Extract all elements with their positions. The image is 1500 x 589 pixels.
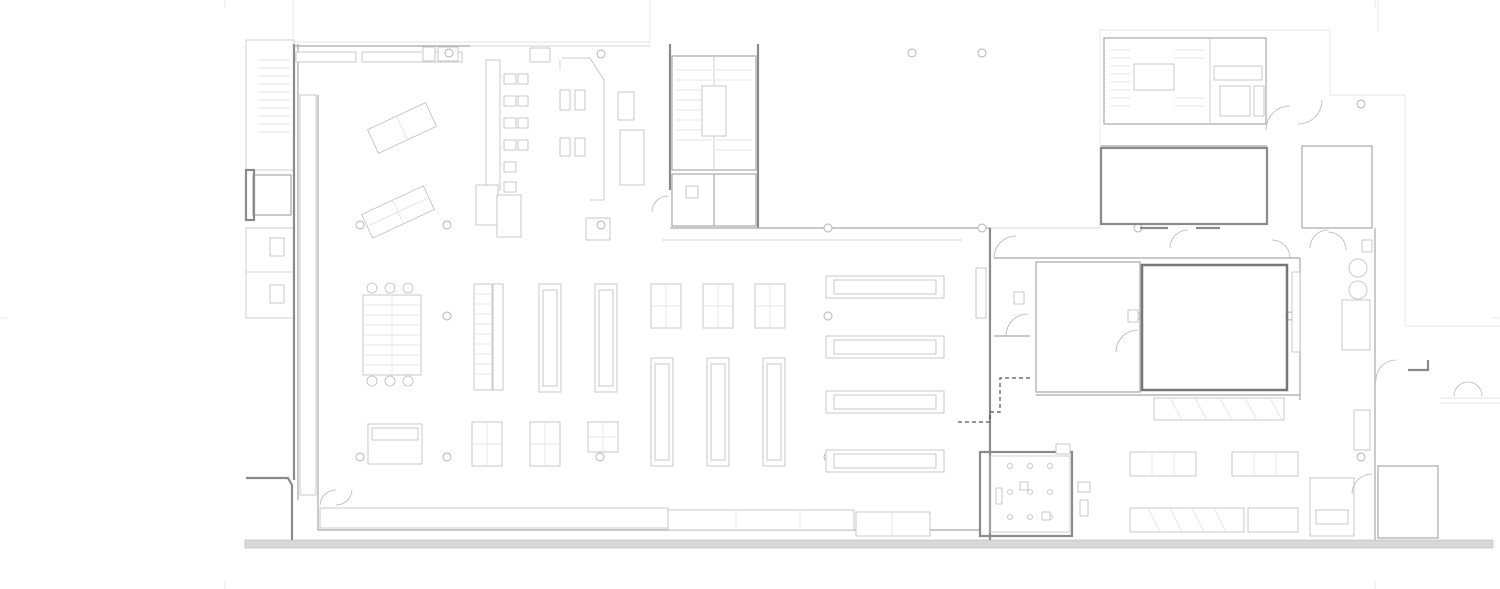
center-stair-core <box>651 55 757 227</box>
main-hall-walls <box>246 44 1100 540</box>
service-block <box>958 228 1301 540</box>
floor-slab <box>244 539 1494 549</box>
workroom-furniture <box>1129 451 1373 537</box>
corridor-doors <box>993 235 1291 259</box>
left-stair-core <box>244 39 295 319</box>
perimeter-shelving <box>299 94 931 537</box>
lounge-tables <box>361 102 438 239</box>
restroom-block <box>978 443 1091 538</box>
right-stair-core <box>1099 37 1483 540</box>
structural-columns <box>355 48 1366 462</box>
kitchen-zone <box>295 46 645 241</box>
shelving-units <box>362 275 945 473</box>
